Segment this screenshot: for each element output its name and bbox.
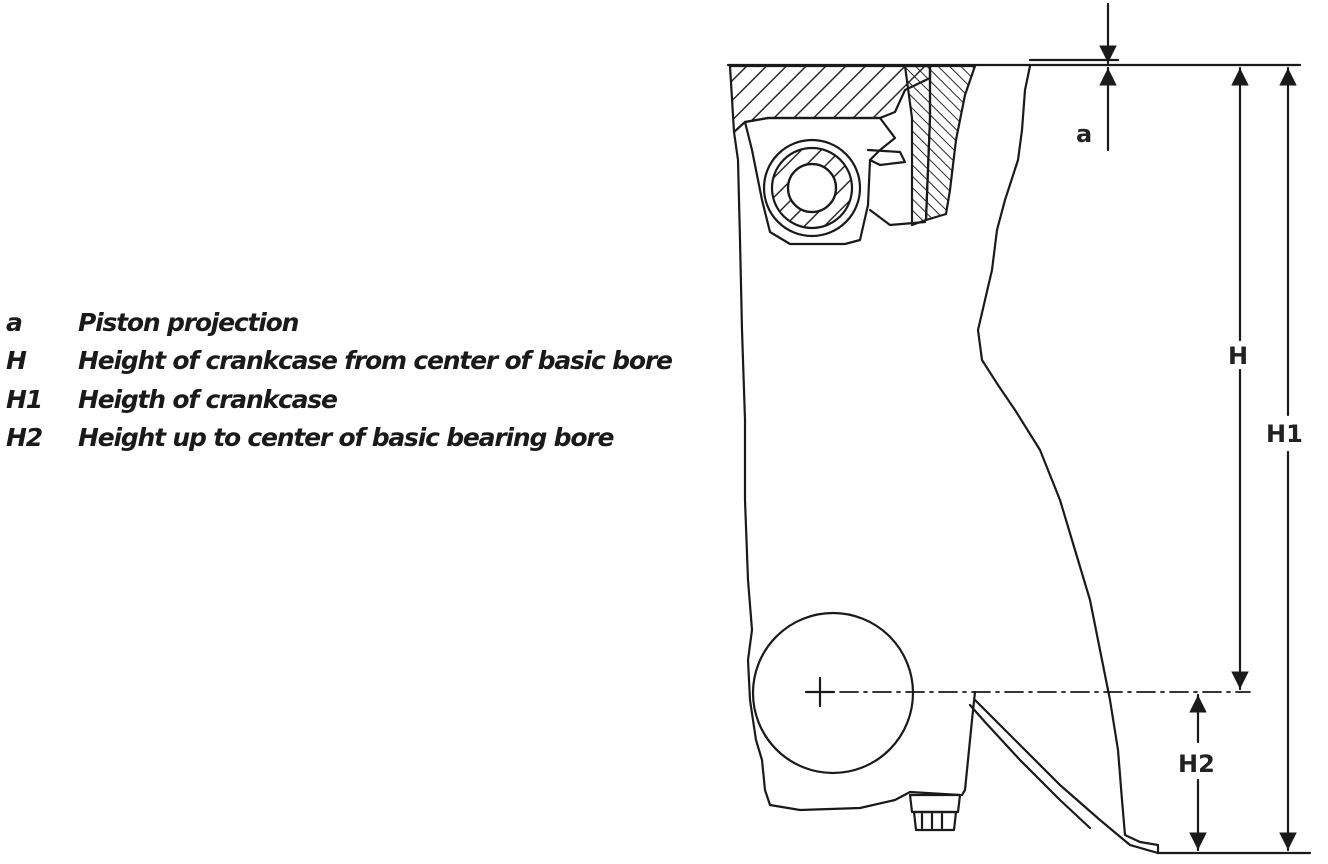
- camshaft-bearing-outer: [762, 138, 862, 238]
- liner-section: [924, 64, 977, 222]
- cylinder-bore-wall: [976, 64, 1160, 855]
- housing-lip: [866, 148, 907, 167]
- dimension-label-h1: H1: [1266, 420, 1303, 448]
- skirt-inner-left: [960, 690, 977, 797]
- legend-description: Piston projection: [78, 308, 299, 337]
- legend-description: Heigth of crankcase: [78, 385, 338, 414]
- dimension-label-h2: H2: [1178, 750, 1215, 778]
- legend-symbol: H2: [6, 423, 43, 452]
- skirt-flange-inner: [968, 703, 1092, 830]
- legend-description: Height of crankcase from center of basic…: [78, 346, 673, 375]
- crankcase-left-wall: [732, 130, 962, 812]
- bolt-thread: [912, 810, 958, 832]
- legend-symbol: a: [6, 308, 23, 337]
- camshaft-bore-outline: [786, 162, 838, 214]
- dimension-label-a: a: [1076, 120, 1092, 148]
- legend-description: Height up to center of basic bearing bor…: [78, 423, 614, 452]
- bolt-head: [908, 793, 962, 814]
- legend-symbol: H1: [6, 385, 43, 414]
- camshaft-housing: [743, 116, 897, 246]
- skirt-flange: [973, 698, 1160, 855]
- legend-symbol: H: [6, 346, 27, 375]
- cylinder-head-section: [728, 64, 932, 134]
- dimension-label-h: H: [1228, 342, 1248, 370]
- housing-rib: [868, 208, 927, 227]
